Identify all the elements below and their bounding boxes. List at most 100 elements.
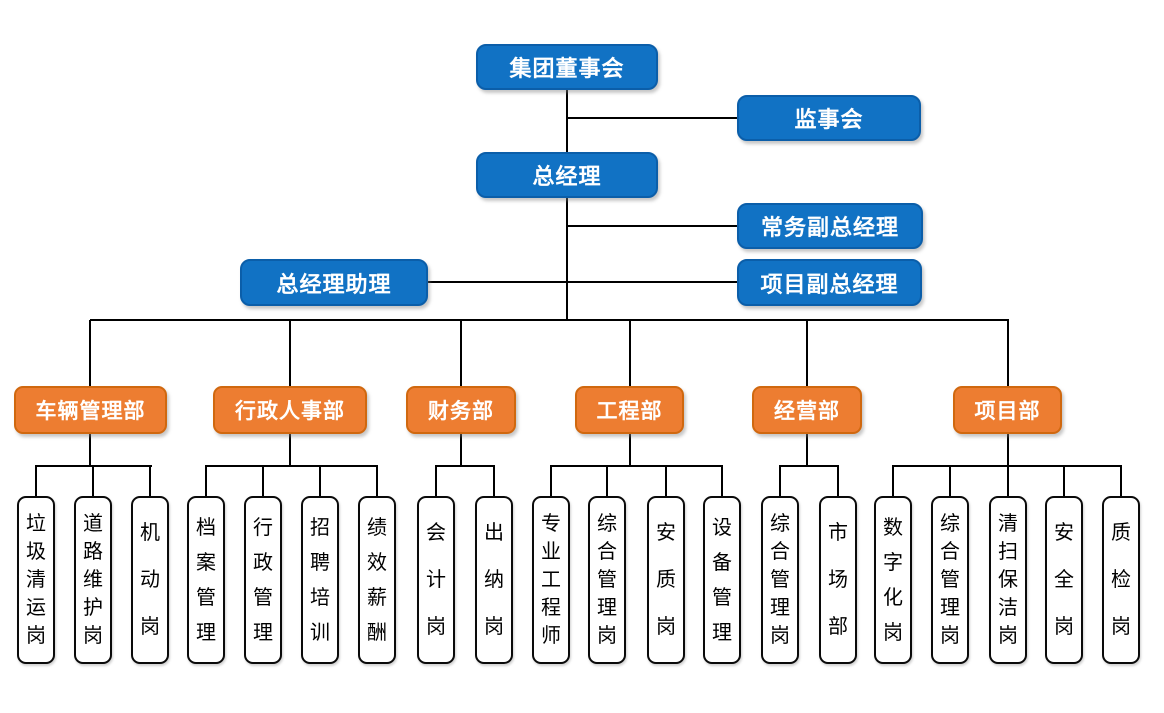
- node-post-market: 市场部: [819, 496, 857, 664]
- connector-line: [289, 434, 291, 466]
- connector-line: [779, 465, 839, 467]
- connector-line: [567, 117, 737, 119]
- connector-line: [435, 466, 437, 496]
- connector-line: [629, 320, 631, 386]
- node-label: 安全岗: [1054, 522, 1074, 638]
- node-label: 垃圾清运岗: [26, 513, 46, 647]
- node-post-safety-quality: 安质岗: [647, 496, 685, 664]
- node-label: 工程部: [596, 400, 663, 423]
- connector-line: [949, 466, 951, 496]
- connector-line: [149, 466, 151, 496]
- connector-line: [806, 320, 808, 386]
- node-label: 档案管理: [196, 516, 216, 644]
- node-post-archive-mgmt: 档案管理: [187, 496, 225, 664]
- node-post-admin-mgmt: 行政管理: [244, 496, 282, 664]
- node-label: 总经理: [532, 164, 602, 189]
- connector-line: [89, 434, 91, 466]
- node-label: 会计岗: [426, 522, 446, 638]
- node-label: 数字化岗: [883, 516, 903, 644]
- node-label: 监事会: [794, 107, 864, 132]
- node-executive-deputy-gm: 常务副总经理: [737, 203, 923, 249]
- connector-line: [806, 434, 808, 466]
- connector-line: [428, 281, 737, 283]
- node-label: 综合管理岗: [597, 513, 617, 647]
- node-label: 机动岗: [140, 522, 160, 638]
- node-post-road-maintenance: 道路维护岗: [74, 496, 112, 664]
- connector-line: [90, 319, 1009, 321]
- connector-line: [89, 320, 91, 386]
- node-post-performance-pay: 绩效薪酬: [358, 496, 396, 664]
- connector-line: [435, 465, 495, 467]
- connector-line: [1007, 320, 1009, 386]
- node-post-cashier: 出纳岗: [475, 496, 513, 664]
- node-post-eng-general-mgmt: 综合管理岗: [588, 496, 626, 664]
- node-label: 安质岗: [656, 522, 676, 638]
- connector-line: [92, 466, 94, 496]
- connector-line: [892, 466, 894, 496]
- connector-line: [35, 466, 37, 496]
- node-label: 道路维护岗: [83, 513, 103, 647]
- node-label: 专业工程师: [541, 513, 561, 647]
- node-post-recruit-training: 招聘培训: [301, 496, 339, 664]
- node-label: 清扫保洁岗: [998, 513, 1018, 647]
- connector-line: [262, 466, 264, 496]
- node-dept-admin-hr: 行政人事部: [213, 386, 367, 434]
- connector-line: [566, 90, 568, 152]
- connector-line: [567, 225, 737, 227]
- connector-line: [1007, 466, 1009, 496]
- connector-line: [319, 466, 321, 496]
- node-dept-engineering: 工程部: [575, 386, 684, 434]
- connector-line: [1063, 466, 1065, 496]
- node-label: 车辆管理部: [35, 400, 146, 423]
- node-label: 行政人事部: [235, 400, 345, 423]
- connector-line: [665, 466, 667, 496]
- node-label: 经营部: [774, 400, 840, 423]
- node-post-quality-inspection: 质检岗: [1102, 496, 1140, 664]
- connector-line: [606, 466, 608, 496]
- connector-line: [289, 320, 291, 386]
- connector-line: [493, 466, 495, 496]
- node-post-safety: 安全岗: [1045, 496, 1083, 664]
- node-post-professional-engineer: 专业工程师: [532, 496, 570, 664]
- connector-line: [550, 465, 723, 467]
- node-label: 出纳岗: [484, 522, 504, 638]
- node-dept-finance: 财务部: [406, 386, 516, 434]
- node-dept-project: 项目部: [953, 386, 1062, 434]
- node-label: 设备管理: [712, 516, 732, 644]
- node-group-board: 集团董事会: [476, 44, 658, 90]
- connector-line: [376, 466, 378, 496]
- connector-line: [460, 434, 462, 466]
- node-label: 项目部: [974, 400, 1041, 423]
- node-project-deputy-gm: 项目副总经理: [737, 259, 922, 306]
- node-post-ops-general-mgmt: 综合管理岗: [761, 496, 799, 664]
- node-gm-assistant: 总经理助理: [240, 259, 428, 306]
- node-dept-vehicle: 车辆管理部: [14, 386, 167, 434]
- node-label: 市场部: [828, 522, 848, 638]
- node-label: 行政管理: [253, 516, 273, 644]
- connector-line: [629, 434, 631, 466]
- node-post-cleaning: 清扫保洁岗: [989, 496, 1027, 664]
- node-dept-operations: 经营部: [752, 386, 862, 434]
- connector-line: [205, 465, 378, 467]
- node-label: 总经理助理: [276, 271, 392, 297]
- node-label: 综合管理岗: [770, 513, 790, 647]
- node-label: 常务副总经理: [760, 215, 899, 240]
- node-label: 项目副总经理: [760, 271, 899, 297]
- connector-line: [721, 466, 723, 496]
- node-post-proj-general-mgmt: 综合管理岗: [931, 496, 969, 664]
- node-post-digitalization: 数字化岗: [874, 496, 912, 664]
- node-general-manager: 总经理: [476, 152, 658, 198]
- node-supervisory-board: 监事会: [737, 95, 921, 141]
- connector-line: [1007, 434, 1009, 466]
- connector-line: [1120, 466, 1122, 496]
- node-post-equipment-mgmt: 设备管理: [703, 496, 741, 664]
- node-label: 综合管理岗: [940, 513, 960, 647]
- node-label: 绩效薪酬: [367, 516, 387, 644]
- connector-line: [550, 466, 552, 496]
- node-post-mobile: 机动岗: [131, 496, 169, 664]
- connector-line: [837, 466, 839, 496]
- node-post-accounting: 会计岗: [417, 496, 455, 664]
- connector-line: [779, 466, 781, 496]
- connector-line: [460, 320, 462, 386]
